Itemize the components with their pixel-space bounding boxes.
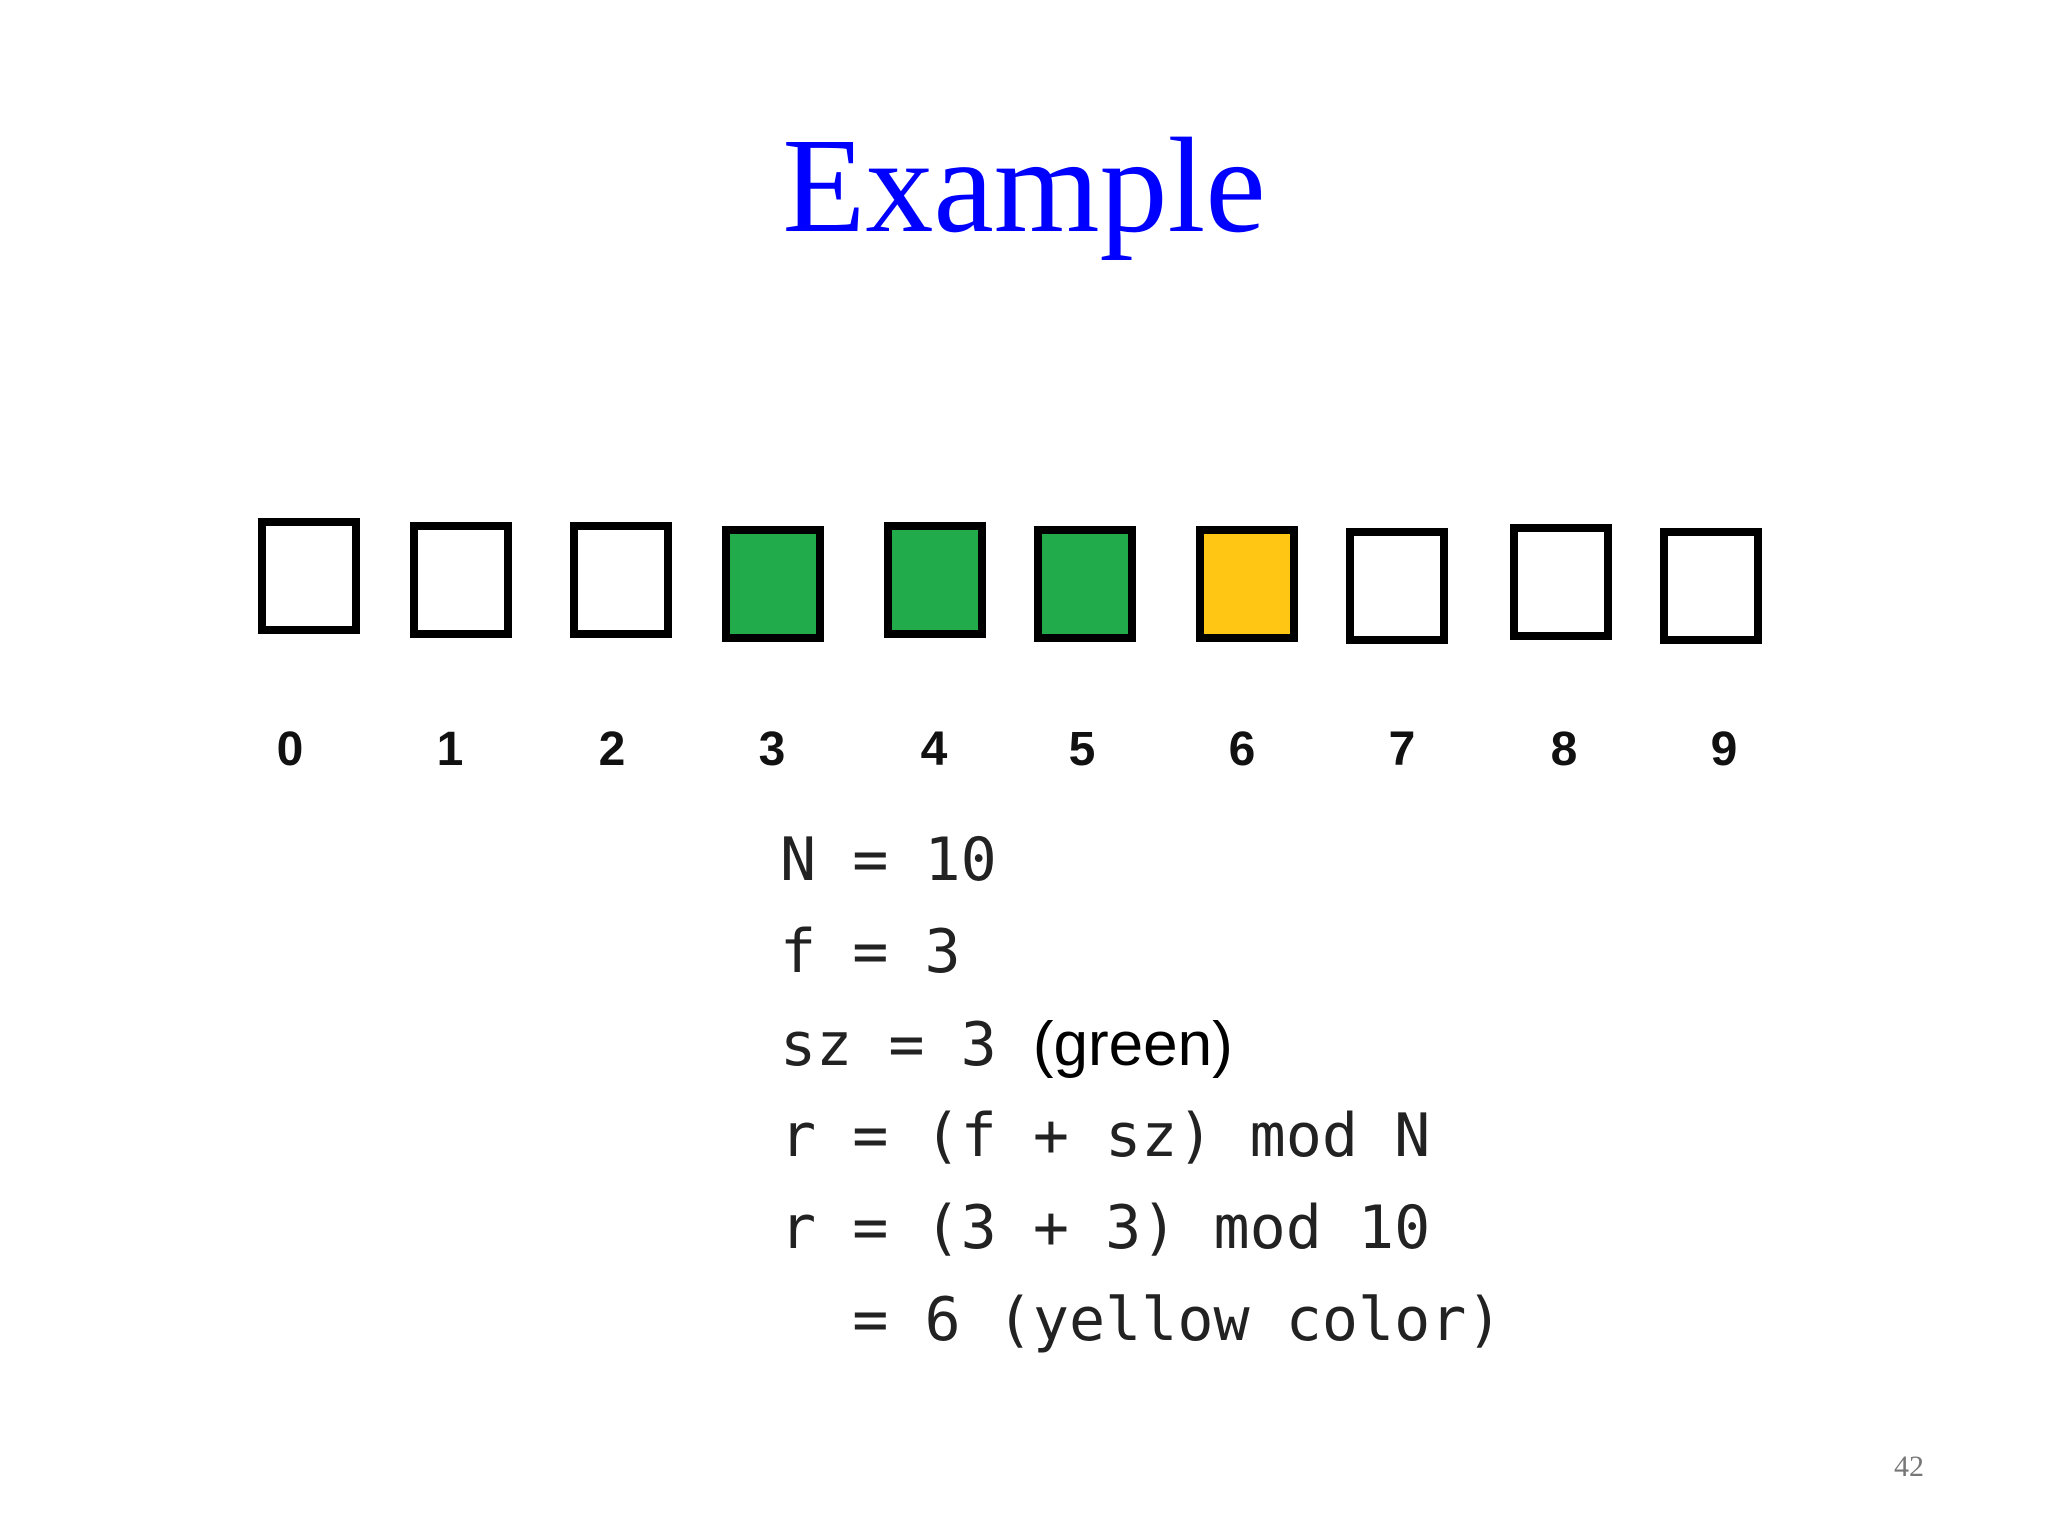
array-cell-8 (1510, 524, 1612, 640)
cell-index-label-4: 4 (920, 723, 948, 776)
code-line-f: f = 3 (780, 917, 961, 987)
array-cell-6 (1196, 526, 1298, 642)
code-line-sz-text: sz = 3 (780, 1010, 997, 1080)
page-number: 42 (1894, 1450, 1924, 1483)
cell-index-label-8: 8 (1550, 723, 1578, 776)
code-line-sz: sz = 3 (green) (780, 1014, 1233, 1076)
array-cell-1 (410, 522, 512, 638)
array-cell-3 (722, 526, 824, 642)
array-cell-5 (1034, 526, 1136, 642)
cell-index-label-0: 0 (276, 723, 304, 776)
cell-index-label-5: 5 (1068, 723, 1096, 776)
array-cell-9 (1660, 528, 1762, 644)
slide-title: Example (782, 111, 1266, 261)
cell-index-label-3: 3 (758, 723, 786, 776)
code-line-r-formula: r = (f + sz) mod N (780, 1101, 1431, 1171)
cell-index-label-2: 2 (598, 723, 626, 776)
code-line-r-substituted: r = (3 + 3) mod 10 (780, 1193, 1431, 1263)
array-cell-7 (1346, 528, 1448, 644)
cell-index-label-7: 7 (1388, 723, 1416, 776)
code-line-r-result: = 6 (yellow color) (780, 1285, 1503, 1355)
cell-index-label-1: 1 (436, 723, 464, 776)
green-annotation: (green) (1032, 1010, 1233, 1079)
array-cell-4 (884, 522, 986, 638)
code-snippet: N = 10 f = 3 sz = 3 (green) r = (f + sz)… (700, 812, 1650, 1382)
array-cell-0 (258, 518, 360, 634)
code-line-n: N = 10 (780, 825, 997, 895)
cell-index-label-6: 6 (1228, 723, 1256, 776)
cell-index-label-9: 9 (1710, 723, 1738, 776)
array-cell-2 (570, 522, 672, 638)
array-cells: 0 1 2 3 4 5 6 7 8 9 (258, 518, 1762, 776)
